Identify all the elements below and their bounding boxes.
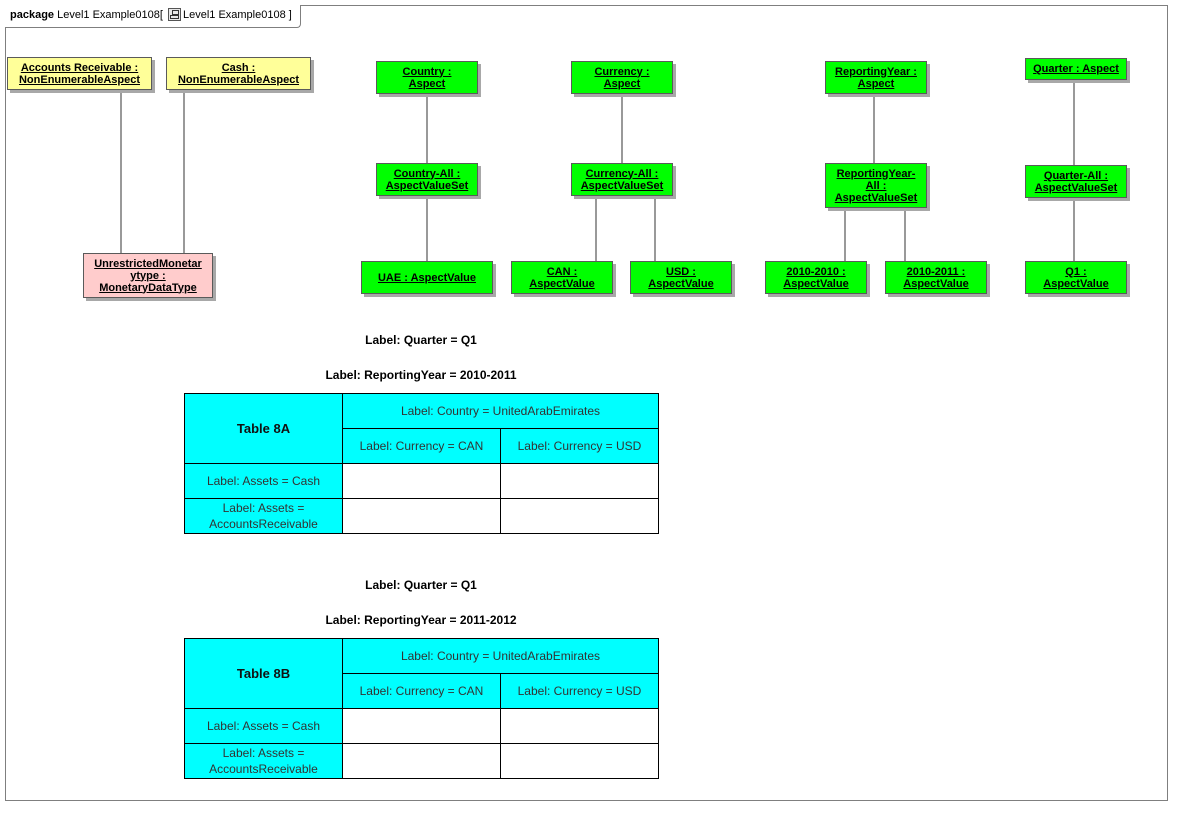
table-b-row-cash-header: Label: Assets = Cash xyxy=(184,708,343,744)
currency-aspect-node[interactable]: Currency :Aspect xyxy=(571,61,673,94)
table-a-cell-ar-can[interactable] xyxy=(342,498,501,534)
table-a-cell-cash-can[interactable] xyxy=(342,463,501,499)
usd-node[interactable]: USD :AspectValue xyxy=(630,261,732,294)
package-ref[interactable]: Level1 Example0108 xyxy=(182,9,286,21)
package-frame xyxy=(5,5,1168,801)
table-a-row-cash-header: Label: Assets = Cash xyxy=(184,463,343,499)
table-b-cell-cash-usd[interactable] xyxy=(500,708,659,744)
table-b-cell-ar-usd[interactable] xyxy=(500,743,659,779)
table-b-row-ar-header: Label: Assets =AccountsReceivable xyxy=(184,743,343,779)
table-8b: Table 8B Label: Country = UnitedArabEmir… xyxy=(184,638,659,779)
country-all-node[interactable]: Country-All :AspectValueSet xyxy=(376,163,478,196)
table-a-country-header: Label: Country = UnitedArabEmirates xyxy=(342,393,659,429)
package-bracket-open: [ xyxy=(159,9,163,21)
reportingyear-aspect-node[interactable]: ReportingYear :Aspect xyxy=(825,61,927,94)
year-2010-2010-node[interactable]: 2010-2010 :AspectValue xyxy=(765,261,867,294)
accounts-receivable-node[interactable]: Accounts Receivable :NonEnumerableAspect xyxy=(7,57,152,90)
table-b-currency-can-header: Label: Currency = CAN xyxy=(342,673,501,709)
reportingyear-all-node[interactable]: ReportingYear-All :AspectValueSet xyxy=(825,163,927,208)
package-name: Level1 Example0108 xyxy=(57,9,160,21)
table-b-country-header: Label: Country = UnitedArabEmirates xyxy=(342,638,659,674)
package-header: package Level1 Example0108[ Level1 Examp… xyxy=(5,5,301,28)
package-diagram-icon[interactable] xyxy=(167,8,181,21)
table-b-currency-usd-header: Label: Currency = USD xyxy=(500,673,659,709)
cash-node[interactable]: Cash :NonEnumerableAspect xyxy=(166,57,311,90)
q1-node[interactable]: Q1 :AspectValue xyxy=(1025,261,1127,294)
country-aspect-node[interactable]: Country :Aspect xyxy=(376,61,478,94)
table-b-cell-ar-can[interactable] xyxy=(342,743,501,779)
uae-node[interactable]: UAE : AspectValue xyxy=(361,261,493,294)
table-b-quarter-label: Label: Quarter = Q1 xyxy=(365,578,477,592)
table-a-name: Table 8A xyxy=(184,393,343,464)
quarter-all-node[interactable]: Quarter-All :AspectValueSet xyxy=(1025,165,1127,198)
year-2010-2011-node[interactable]: 2010-2011 :AspectValue xyxy=(885,261,987,294)
table-b-cell-cash-can[interactable] xyxy=(342,708,501,744)
table-a-row-ar-header: Label: Assets =AccountsReceivable xyxy=(184,498,343,534)
currency-all-node[interactable]: Currency-All :AspectValueSet xyxy=(571,163,673,196)
table-b-name: Table 8B xyxy=(184,638,343,709)
table-a-year-label: Label: ReportingYear = 2010-2011 xyxy=(325,368,517,382)
table-8a: Table 8A Label: Country = UnitedArabEmir… xyxy=(184,393,659,534)
package-bracket-close: ] xyxy=(288,9,292,21)
quarter-aspect-node[interactable]: Quarter : Aspect xyxy=(1025,58,1127,80)
can-node[interactable]: CAN :AspectValue xyxy=(511,261,613,294)
table-a-cell-cash-usd[interactable] xyxy=(500,463,659,499)
table-a-quarter-label: Label: Quarter = Q1 xyxy=(365,333,477,347)
table-a-cell-ar-usd[interactable] xyxy=(500,498,659,534)
table-b-year-label: Label: ReportingYear = 2011-2012 xyxy=(325,613,517,627)
table-a-currency-usd-header: Label: Currency = USD xyxy=(500,428,659,464)
package-keyword: package xyxy=(10,9,55,21)
table-a-currency-can-header: Label: Currency = CAN xyxy=(342,428,501,464)
